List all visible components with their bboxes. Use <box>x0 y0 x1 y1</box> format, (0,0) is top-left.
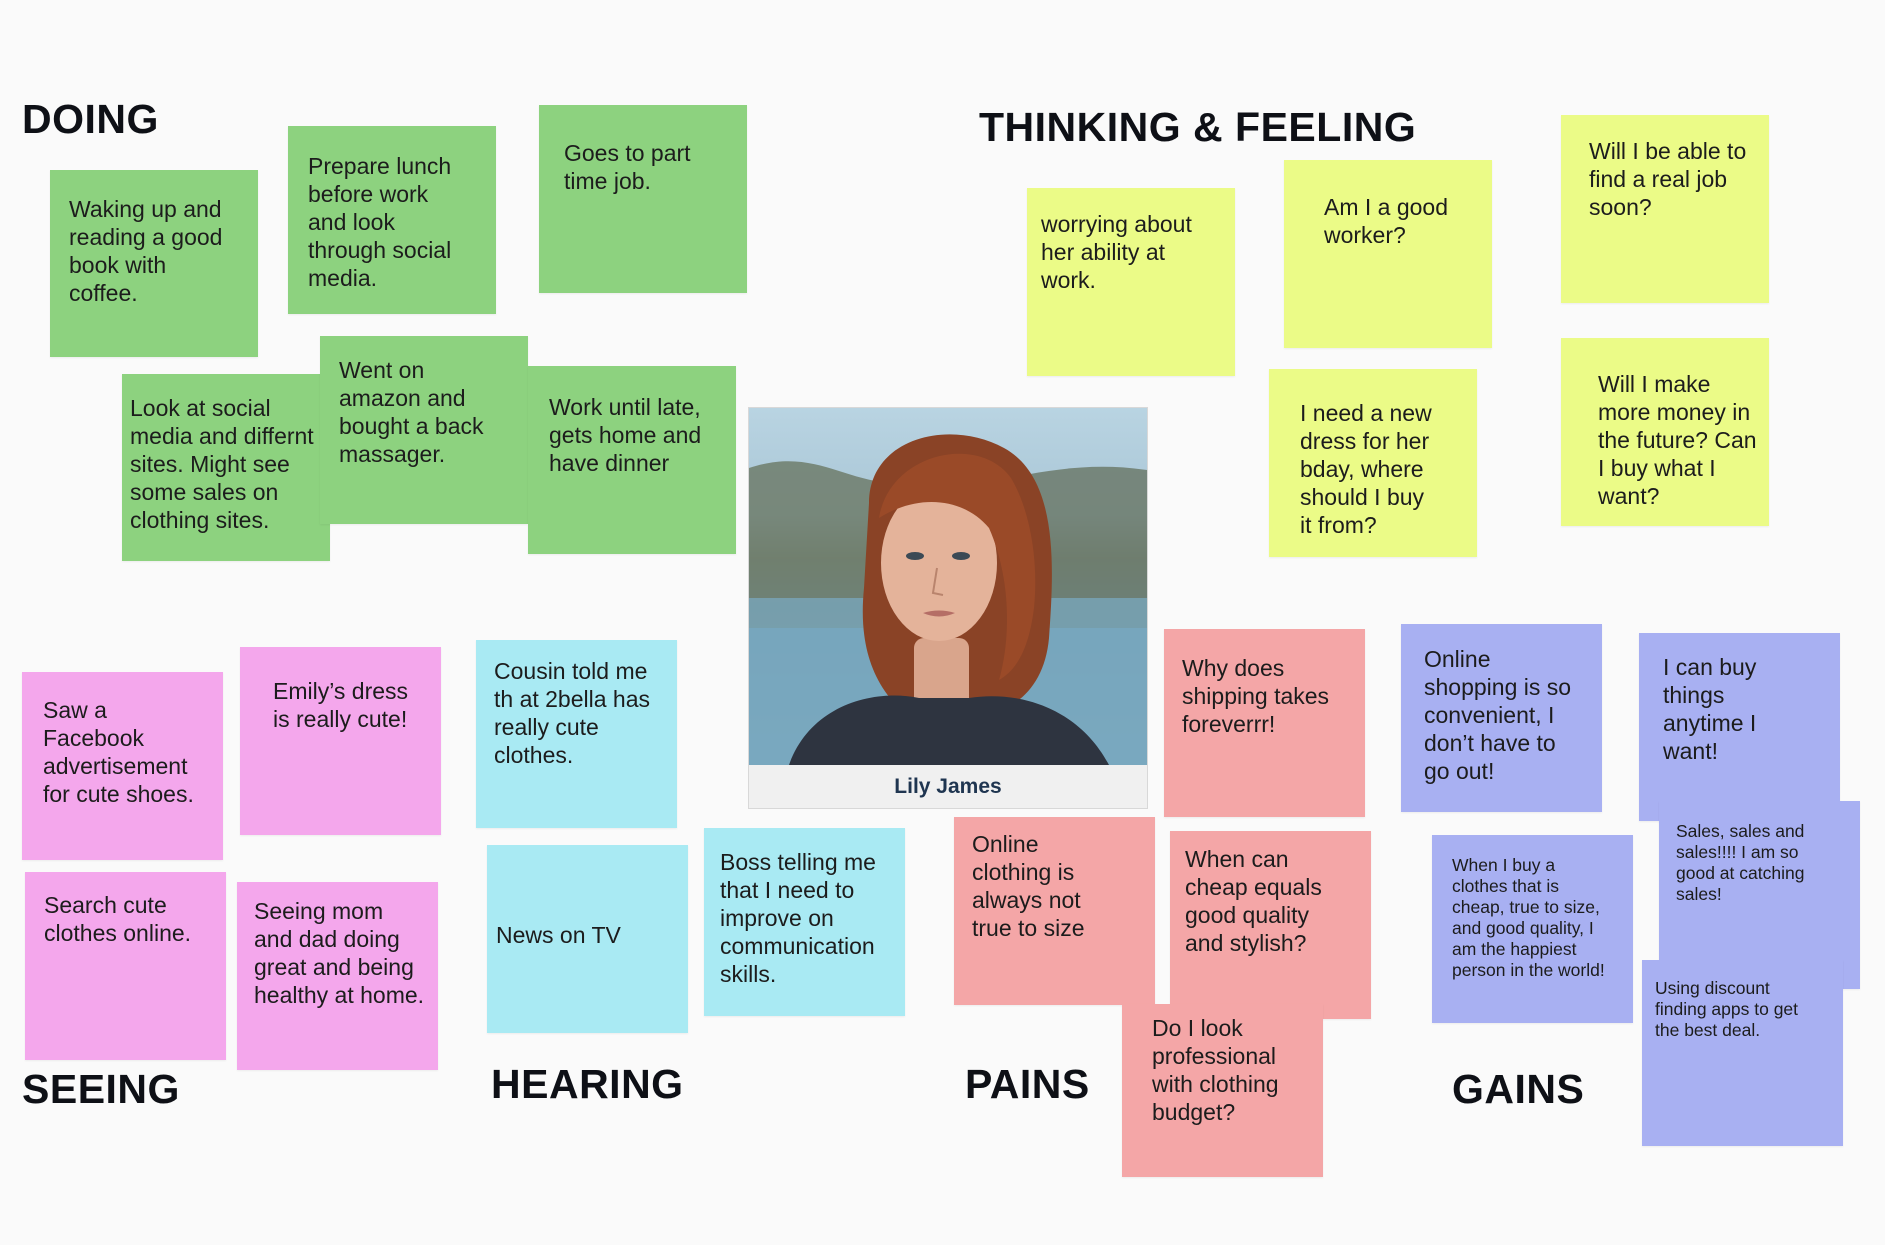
gains-note[interactable]: When I buy a clothes that is cheap, true… <box>1432 835 1633 1023</box>
doing-note[interactable]: Work until late, gets home and have dinn… <box>528 366 736 554</box>
thinking-note[interactable]: worrying about her ability at work. <box>1027 188 1235 376</box>
doing-note[interactable]: Look at social media and differnt sites.… <box>122 374 330 561</box>
hearing-note[interactable]: News on TV <box>487 845 688 1033</box>
gains-note[interactable]: Using discount finding apps to get the b… <box>1642 960 1843 1146</box>
heading-thinking-feeling: THINKING & FEELING <box>979 104 1417 150</box>
pains-note[interactable]: Online clothing is always not true to si… <box>954 817 1155 1005</box>
doing-note[interactable]: Prepare lunch before work and look throu… <box>288 126 496 314</box>
hearing-note[interactable]: Cousin told me th at 2bella has really c… <box>476 640 677 828</box>
thinking-note[interactable]: Will I be able to find a real job soon? <box>1561 115 1769 303</box>
pains-note[interactable]: Do I look professional with clothing bud… <box>1122 1004 1323 1177</box>
pains-note[interactable]: Why does shipping takes foreverrr! <box>1164 629 1365 817</box>
pains-note[interactable]: When can cheap equals good quality and s… <box>1170 831 1371 1019</box>
gains-note[interactable]: I can buy things anytime I want! <box>1639 633 1840 821</box>
heading-seeing: SEEING <box>22 1066 180 1112</box>
persona-card: Lily James <box>748 407 1148 809</box>
thinking-note[interactable]: Am I a good worker? <box>1284 160 1492 348</box>
doing-note[interactable]: Goes to part time job. <box>539 105 747 293</box>
portrait-photo <box>749 408 1147 765</box>
heading-hearing: HEARING <box>491 1061 684 1107</box>
seeing-note[interactable]: Saw a Facebook advertisement for cute sh… <box>22 672 223 860</box>
seeing-note[interactable]: Search cute clothes online. <box>25 872 226 1060</box>
thinking-note[interactable]: Will I make more money in the future? Ca… <box>1561 338 1769 526</box>
hearing-note[interactable]: Boss telling me that I need to improve o… <box>704 828 905 1016</box>
heading-pains: PAINS <box>965 1061 1090 1107</box>
doing-note[interactable]: Waking up and reading a good book with c… <box>50 170 258 357</box>
seeing-note[interactable]: Emily’s dress is really cute! <box>240 647 441 835</box>
gains-note[interactable]: Sales, sales and sales!!!! I am so good … <box>1659 801 1860 989</box>
heading-gains: GAINS <box>1452 1066 1585 1112</box>
persona-name: Lily James <box>894 775 1002 798</box>
heading-doing: DOING <box>22 96 159 142</box>
doing-note[interactable]: Went on amazon and bought a back massage… <box>320 336 528 524</box>
thinking-note[interactable]: I need a new dress for her bday, where s… <box>1269 369 1477 557</box>
gains-note[interactable]: Online shopping is so convenient, I don’… <box>1401 624 1602 812</box>
seeing-note[interactable]: Seeing mom and dad doing great and being… <box>237 882 438 1070</box>
